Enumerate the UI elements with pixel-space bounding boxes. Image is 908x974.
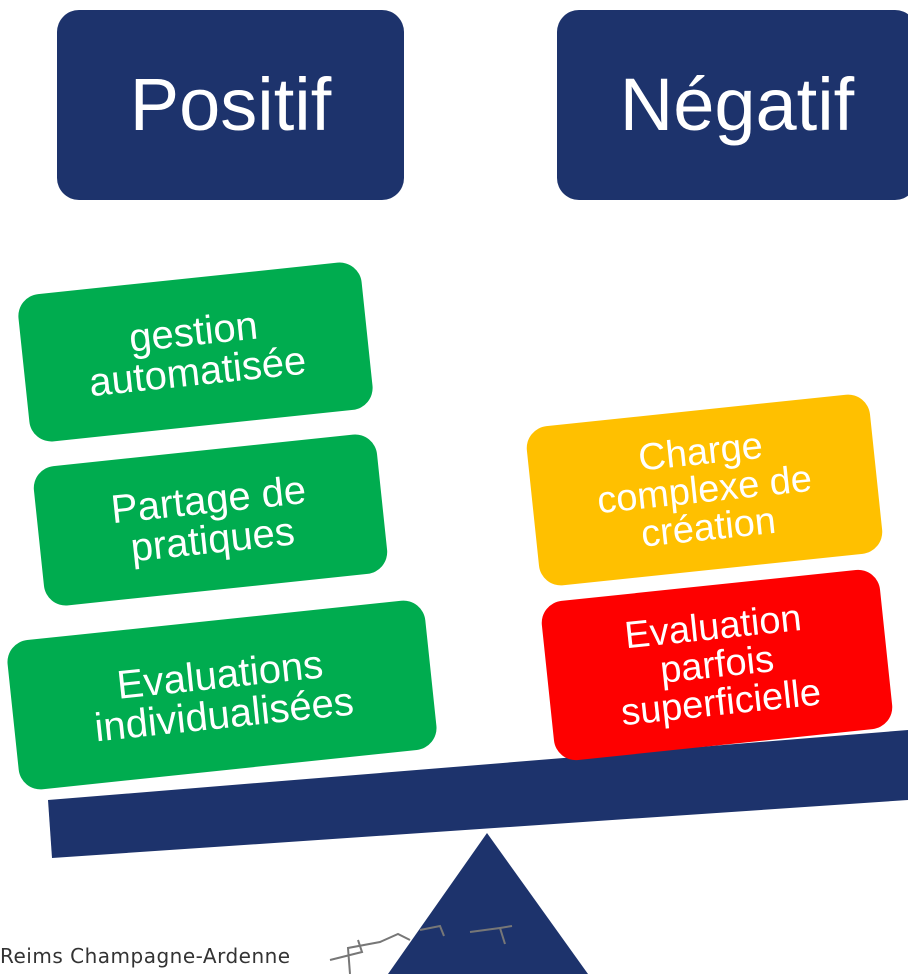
footer-logo-text: Reims Champagne-Ardenne bbox=[0, 944, 291, 968]
positive-header: Positif bbox=[57, 10, 404, 200]
negative-header: Négatif bbox=[557, 10, 908, 200]
balance-beam bbox=[48, 730, 908, 858]
logo-emblem bbox=[329, 924, 513, 974]
negative-item-label: Evaluation parfois superficielle bbox=[618, 597, 823, 735]
positive-item-label: Evaluations individualisées bbox=[92, 642, 356, 751]
negative-item-label: Charge complexe de création bbox=[595, 424, 814, 556]
positive-item-label: gestion automatisée bbox=[86, 303, 309, 406]
positive-item-label: Partage de pratiques bbox=[108, 468, 309, 571]
balance-fulcrum bbox=[388, 833, 588, 974]
positive-header-label: Positif bbox=[129, 63, 332, 146]
negative-header-label: Négatif bbox=[619, 63, 855, 146]
